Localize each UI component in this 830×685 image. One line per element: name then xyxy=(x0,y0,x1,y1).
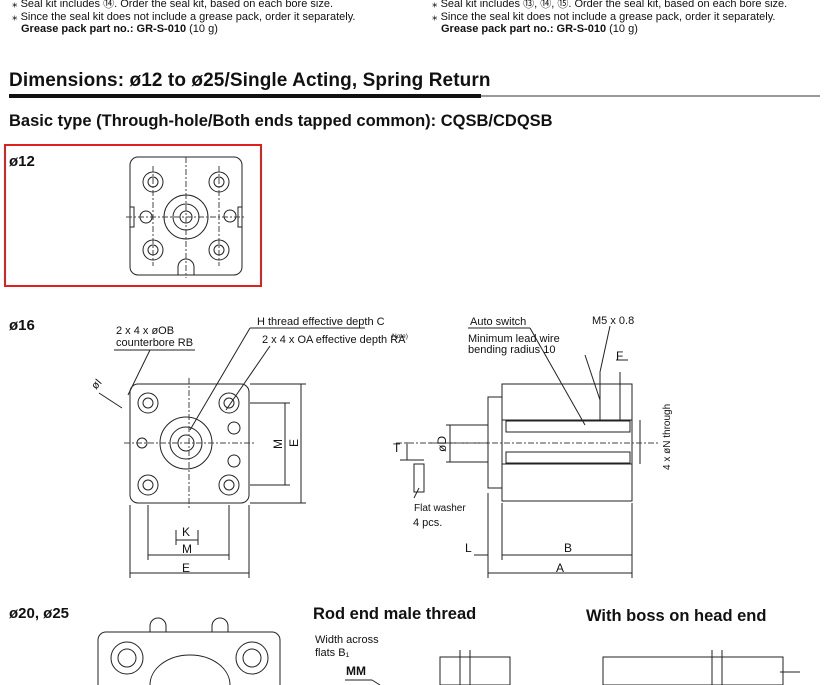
callout-counterbore: counterbore RB xyxy=(116,337,193,349)
callout-pcs: 4 pcs. xyxy=(413,517,442,529)
bore-20-25-drawing xyxy=(97,617,281,685)
dim-f: F xyxy=(616,349,623,363)
callout-flat-washer: Flat washer xyxy=(414,503,466,514)
callout-oa: 2 x 4 x OA effective depth RA xyxy=(262,334,406,346)
callout-width-across-1: Width across xyxy=(315,634,379,646)
dim-m: M xyxy=(182,542,192,556)
rod-end-drawing xyxy=(345,650,511,685)
dim-k: K xyxy=(182,525,190,539)
dim-t: T xyxy=(393,441,401,455)
seal-kit-note-right: ⁎ Seal kit includes ⑬, ⑭, ⑮. Order the s… xyxy=(432,0,788,10)
dim-b: B xyxy=(564,541,572,555)
grease-note-left: ⁎ Since the seal kit does not include a … xyxy=(12,11,356,23)
dim-e-vertical: E xyxy=(287,439,301,447)
callout-ob: 2 x 4 x øOB xyxy=(116,325,174,337)
grease-pack-left: Grease pack part no.: GR-S-010 (10 g) xyxy=(21,23,218,35)
callout-auto-switch: Auto switch xyxy=(470,316,526,328)
dim-d: øD xyxy=(435,436,449,452)
bore-12-drawing xyxy=(126,156,246,278)
dim-m-vertical: M xyxy=(271,439,285,449)
bore-20-25-label: ø20, ø25 xyxy=(9,605,70,622)
callout-width-across-2: flats B₁ xyxy=(315,647,350,659)
bore-16-side-drawing xyxy=(396,325,660,578)
title-rule-thick xyxy=(9,94,481,98)
callout-h-thread: H thread effective depth C xyxy=(257,316,385,328)
title-rule-thin xyxy=(481,95,820,97)
bore-16-label: ø16 xyxy=(9,317,35,334)
section-title: Dimensions: ø12 to ø25/Single Acting, Sp… xyxy=(9,70,491,91)
dim-a: A xyxy=(556,561,564,575)
dim-i: øI xyxy=(89,377,104,392)
grease-note-right: ⁎ Since the seal kit does not include a … xyxy=(432,11,776,23)
bore-12-highlight xyxy=(4,144,262,287)
bore-12-label: ø12 xyxy=(9,153,35,170)
boss-title: With boss on head end xyxy=(586,607,767,625)
callout-through: 4 x øN through xyxy=(662,404,673,470)
subtitle: Basic type (Through-hole/Both ends tappe… xyxy=(9,112,553,130)
callout-lead-wire-2: bending radius 10 xyxy=(468,344,555,356)
callout-m5: M5 x 0.8 xyxy=(592,315,634,327)
dim-l: L xyxy=(465,541,472,555)
bore-16-front-drawing xyxy=(98,327,365,578)
rod-end-title: Rod end male thread xyxy=(313,605,477,623)
callout-note-sup: Note) xyxy=(392,333,408,340)
seal-kit-note-left: ⁎ Seal kit includes ⑭. Order the seal ki… xyxy=(12,0,334,10)
boss-drawing xyxy=(602,650,800,685)
callout-lead-wire-1: Minimum lead wire xyxy=(468,333,560,345)
callout-mm: MM xyxy=(346,664,366,678)
dim-e: E xyxy=(182,561,190,575)
grease-pack-right: Grease pack part no.: GR-S-010 (10 g) xyxy=(441,23,638,35)
